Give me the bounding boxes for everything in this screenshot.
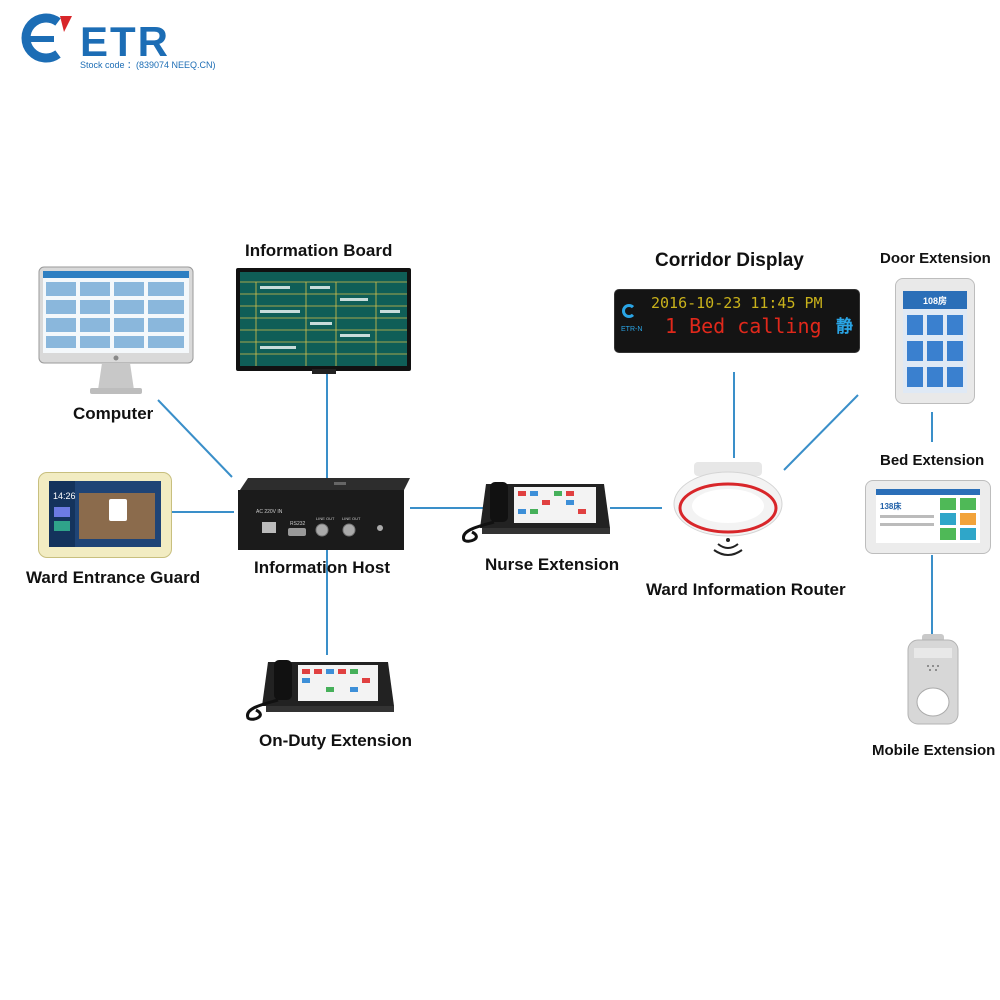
corridor-display-label: Corridor Display [655, 250, 804, 271]
computer-monitor-icon [38, 266, 194, 394]
logo-brand: ETR [80, 18, 170, 65]
bed-number: 138床 [880, 502, 902, 511]
computer-label: Computer [73, 404, 154, 423]
led-brand-text: ETR-N [621, 326, 643, 333]
door-extension-label: Door Extension [880, 250, 991, 267]
information-host-label: Information Host [254, 558, 390, 577]
nurse-extension-label: Nurse Extension [485, 555, 620, 574]
guard-tablet-frame: 14:26 [38, 472, 172, 558]
host-port-label: RS232 [290, 521, 306, 527]
wire-door-router [783, 394, 859, 471]
guard-time: 14:26 [53, 491, 76, 501]
ward-information-router-label: Ward Information Router [646, 580, 846, 599]
door-tablet-frame: 108房 [895, 278, 975, 404]
information-board-label: Information Board [245, 241, 393, 260]
led-brand-icon [622, 304, 636, 318]
host-line-out-1: LINE OUT [316, 516, 335, 521]
information-board-screen-icon [236, 268, 411, 374]
router-dome-icon [673, 462, 783, 556]
door-tablet-screen: 108房 [903, 291, 967, 393]
led-datetime: 2016-10-23 11:45 PM [651, 294, 823, 312]
bed-tablet-screen: 138床 [876, 489, 980, 543]
door-room-number: 108房 [923, 296, 948, 306]
nurse-phone-icon [462, 482, 610, 543]
host-power-label: AC 220V IN [256, 509, 283, 515]
guard-tablet-screen: 14:26 [49, 481, 161, 547]
wire-computer-host [157, 399, 233, 478]
ward-entrance-guard-label: Ward Entrance Guard [26, 568, 201, 587]
corridor-led-panel: ETR-N 2016-10-23 11:45 PM 1 Bed calling … [614, 289, 860, 353]
information-host-box-icon [238, 478, 410, 550]
on-duty-extension-label: On-Duty Extension [259, 731, 413, 750]
on-duty-phone-icon [246, 660, 394, 721]
etr-logo-icon [21, 13, 72, 63]
mobile-pendant-icon [907, 634, 959, 725]
stock-code: Stock code ：(839074 NEEQ.CN) [80, 60, 216, 70]
host-line-out-2: LINE OUT [342, 516, 361, 521]
bed-extension-label: Bed Extension [880, 452, 985, 469]
led-side-glyph: 静 [836, 317, 853, 336]
mobile-extension-label: Mobile Extension [872, 742, 996, 759]
bed-tablet-frame: 138床 [865, 480, 991, 554]
led-call-message: 1 Bed calling [665, 314, 822, 338]
